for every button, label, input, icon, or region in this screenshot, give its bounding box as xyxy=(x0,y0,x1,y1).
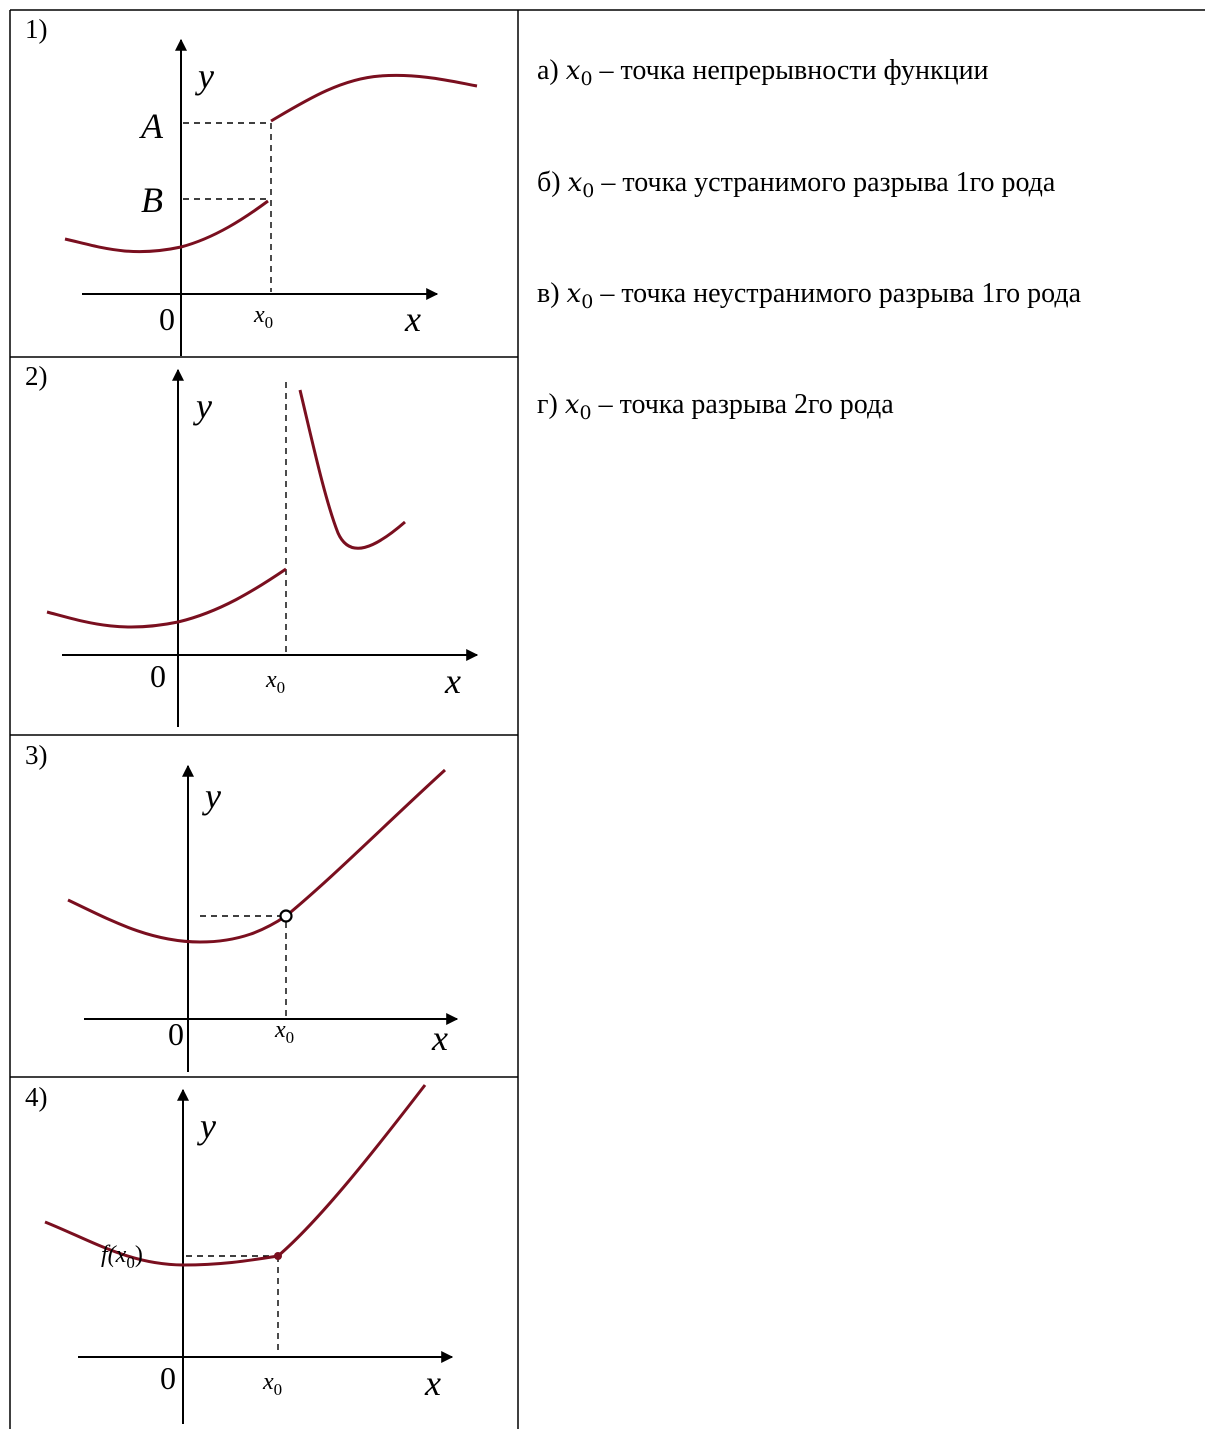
origin-label: 0 xyxy=(168,1016,184,1052)
panel-label-3: 3) xyxy=(25,740,48,770)
y-axis-label: y xyxy=(202,776,221,816)
origin-label: 0 xyxy=(159,301,175,337)
y-axis-label: y xyxy=(193,386,212,426)
function-curve xyxy=(67,768,447,944)
function-point xyxy=(274,1252,282,1260)
option-prefix: в) xyxy=(537,278,560,309)
option-text: – точка разрыва 2го рода xyxy=(598,389,894,420)
option-text: – точка устранимого разрыва 1го рода xyxy=(601,167,1056,198)
mark-b-label: B xyxy=(141,180,163,220)
y-axis-label: y xyxy=(197,1106,216,1146)
option-prefix: б) xyxy=(537,167,561,198)
graph-panel-1: y x 0 x0 A B xyxy=(64,38,478,356)
graph-panel-2: y x 0 x0 xyxy=(46,368,479,727)
x-axis-label: x xyxy=(404,299,421,339)
function-curve xyxy=(44,1084,427,1267)
option-c: в) x0 – точка неустранимого разрыва 1го … xyxy=(537,278,1082,313)
panel-label-2: 2) xyxy=(25,361,48,391)
option-symbol: x xyxy=(564,390,580,420)
option-symbol: x xyxy=(567,168,583,198)
x0-label: x0 xyxy=(262,1369,282,1399)
option-d: г) x0 – точка разрыва 2го рода xyxy=(537,389,894,424)
mark-a-label: A xyxy=(139,106,164,146)
option-prefix: г) xyxy=(537,389,558,420)
option-symbol: x xyxy=(565,56,581,86)
x0-label: x0 xyxy=(274,1017,294,1047)
table-grid xyxy=(9,9,1205,1429)
option-text: – точка неустранимого разрыва 1го рода xyxy=(600,278,1082,309)
function-curve-left xyxy=(64,199,269,254)
function-curve-left xyxy=(46,567,287,629)
x0-label: x0 xyxy=(265,667,285,697)
function-curve-right xyxy=(270,73,478,123)
x0-label: x0 xyxy=(253,302,273,332)
panel-label-1: 1) xyxy=(25,14,48,44)
panel-label-4: 4) xyxy=(25,1082,48,1112)
option-a: а) x0 – точка непрерывности функции xyxy=(537,55,989,90)
f-of-x0-label: f(x0) xyxy=(101,1242,143,1272)
x-axis-label: x xyxy=(424,1363,441,1403)
x-axis-label: x xyxy=(431,1018,448,1058)
option-symbol: x xyxy=(566,279,582,309)
origin-label: 0 xyxy=(150,658,166,694)
origin-label: 0 xyxy=(160,1360,176,1396)
graph-panel-4: y x 0 x0 f(x0) xyxy=(44,1084,454,1424)
option-b: б) x0 – точка устранимого разрыва 1го ро… xyxy=(537,167,1056,202)
graph-panel-3: y x 0 x0 xyxy=(67,764,459,1072)
function-curve-right xyxy=(298,389,406,550)
option-text: – точка непрерывности функции xyxy=(599,55,989,86)
removable-point-hollow xyxy=(279,909,293,923)
y-axis-label: y xyxy=(195,56,214,96)
option-prefix: а) xyxy=(537,55,559,86)
x-axis-label: x xyxy=(444,661,461,701)
